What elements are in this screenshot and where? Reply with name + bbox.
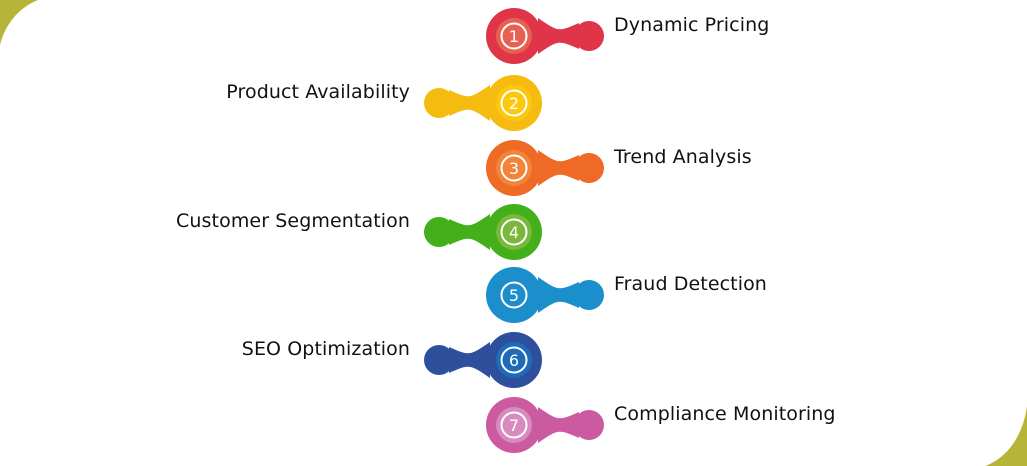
step-label: Compliance Monitoring [614,403,836,425]
corner-decoration-top-left [0,0,38,45]
step-label: Product Availability [226,81,410,103]
step-label: Fraud Detection [614,273,767,295]
number-ring-icon [500,89,528,117]
step-6: 6 SEO Optimization [0,327,1027,393]
step-node-shape: 5 [486,267,604,323]
number-ring-icon [500,346,528,374]
step-5: 5 Fraud Detection [0,262,1027,328]
step-number: 7 [509,416,519,435]
step-number: 5 [509,286,519,305]
number-ring-icon [500,22,528,50]
step-number: 3 [509,159,519,178]
step-node-shape: 6 [424,332,542,388]
step-label: Trend Analysis [614,146,752,168]
step-number: 6 [509,351,519,370]
step-number: 2 [509,94,519,113]
step-node-shape: 3 [486,140,604,196]
step-label: SEO Optimization [241,338,410,360]
number-ring-icon [500,218,528,246]
corner-decoration-bottom-right [985,406,1027,466]
number-ring-icon [500,154,528,182]
number-ring-icon [500,281,528,309]
step-7: 7 Compliance Monitoring [0,392,1027,458]
step-number: 1 [509,27,519,46]
step-number: 4 [509,223,519,242]
number-ring-icon [500,411,528,439]
step-4: 4 Customer Segmentation [0,199,1027,265]
step-node-shape: 1 [486,8,604,64]
step-node-shape: 7 [486,397,604,453]
step-3: 3 Trend Analysis [0,135,1027,201]
step-2: 2 Product Availability [0,70,1027,136]
step-1: 1 Dynamic Pricing [0,3,1027,69]
step-node-shape: 2 [424,75,542,131]
step-label: Dynamic Pricing [614,14,770,36]
step-node-shape: 4 [424,204,542,260]
step-label: Customer Segmentation [176,210,410,232]
